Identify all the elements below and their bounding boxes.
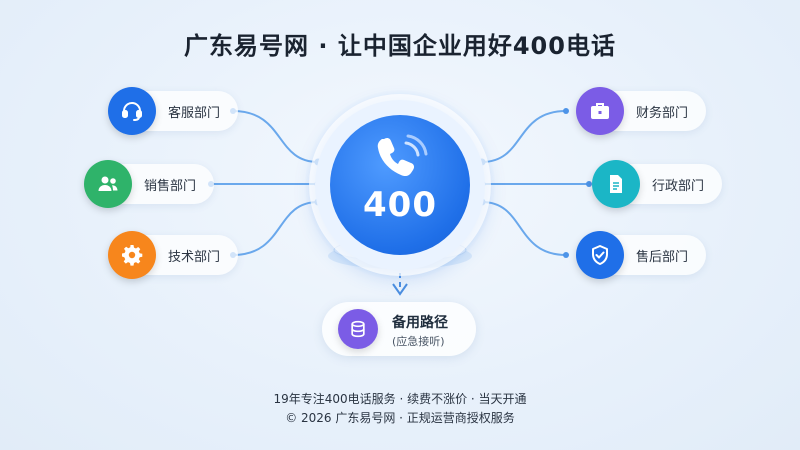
- dept-admin[interactable]: 行政部门: [592, 160, 723, 208]
- dept-sales[interactable]: 销售部门: [84, 160, 215, 208]
- link-line-right-1: [481, 110, 567, 163]
- footer-slogan: 19年专注400电话服务 · 续费不涨价 · 当天开通: [273, 392, 527, 406]
- backup-subtitle: (应急接听): [392, 335, 445, 348]
- dept-finance[interactable]: 财务部门: [576, 87, 707, 135]
- backup-path[interactable]: 备用路径 (应急接听): [322, 302, 476, 356]
- hub-number: 400: [363, 185, 437, 225]
- link-line-left-3: [232, 201, 319, 256]
- database-icon: [338, 309, 378, 349]
- dept-label: 财务部门: [636, 105, 689, 121]
- document-icon: [592, 160, 640, 208]
- hub-400[interactable]: 400: [305, 90, 495, 280]
- briefcase-icon: [576, 87, 624, 135]
- dept-label: 客服部门: [168, 105, 221, 121]
- shield-check-icon: [576, 231, 624, 279]
- page-title: 广东易号网 · 让中国企业用好400电话: [184, 32, 616, 60]
- users-icon: [84, 160, 132, 208]
- link-line-right-3: [481, 201, 567, 256]
- dept-after-sales[interactable]: 售后部门: [576, 231, 707, 279]
- hub-circle: 400: [330, 115, 470, 255]
- backup-title: 备用路径: [392, 315, 448, 331]
- dept-technology[interactable]: 技术部门: [108, 231, 239, 279]
- gear-icon: [108, 231, 156, 279]
- dept-label: 售后部门: [636, 249, 689, 265]
- dept-label: 销售部门: [144, 178, 197, 194]
- footer-copyright: © 2026 广东易号网 · 正规运营商授权服务: [285, 411, 515, 425]
- headset-icon: [108, 87, 156, 135]
- link-line-left-1: [232, 110, 319, 163]
- dept-customer-service[interactable]: 客服部门: [108, 87, 239, 135]
- phone-signal-icon: [377, 134, 428, 177]
- dept-label: 行政部门: [652, 178, 705, 194]
- backup-arrow-head: [392, 283, 408, 296]
- dept-label: 技术部门: [168, 249, 221, 265]
